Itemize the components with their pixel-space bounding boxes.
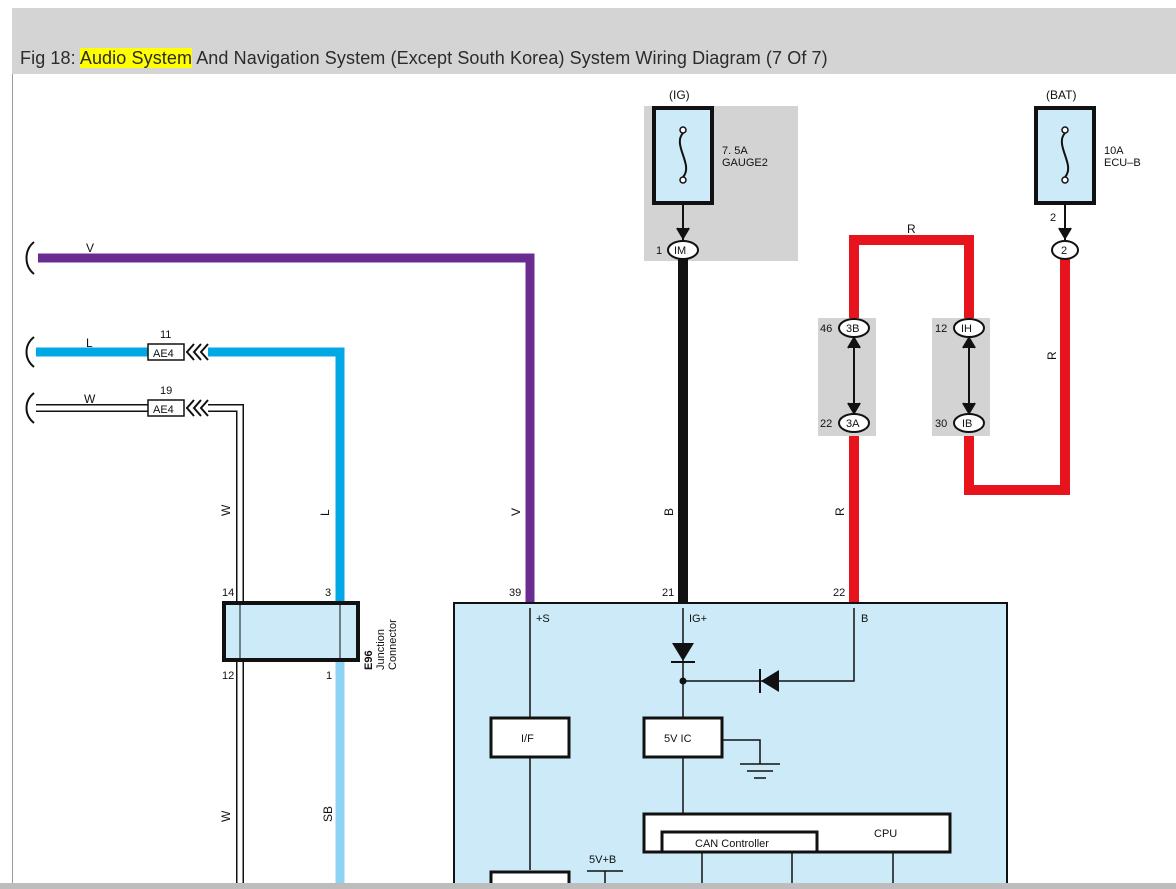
can-controller-label: CAN Controller xyxy=(695,838,769,850)
wire-w-label: W xyxy=(84,392,96,406)
connector-ib-label: IB xyxy=(962,418,972,430)
b-line xyxy=(683,608,855,682)
fuse-ecu-b-icon xyxy=(1060,132,1070,178)
connector-bat-2 xyxy=(1051,240,1079,260)
diode-ig-icon xyxy=(672,643,694,661)
ae4-label-w: AE4 xyxy=(153,404,174,416)
terminal-ig: IG+ xyxy=(689,613,707,625)
wire-red-bat xyxy=(964,259,1070,495)
connector-3a-label: 3A xyxy=(846,418,860,430)
jc-pin-1: 1 xyxy=(326,670,332,682)
ig-label: (IG) xyxy=(669,88,690,102)
bat-pin-label: 2 xyxy=(1050,212,1056,224)
wire-break-l xyxy=(25,336,35,368)
fuse-gauge2-name: GAUGE2 xyxy=(722,157,768,169)
diode-b-icon xyxy=(761,670,779,692)
jc-pin-14: 14 xyxy=(222,587,234,599)
connector-3b-label: 3B xyxy=(846,323,859,335)
arrow-up-ih-icon xyxy=(962,336,976,349)
if-block xyxy=(489,716,571,759)
connector-im-pin: 1 xyxy=(656,245,662,257)
wire-v-label: V xyxy=(86,241,94,255)
caption-rest: And Navigation System (Except South Kore… xyxy=(192,48,828,68)
wire-r-vlabel: R xyxy=(833,507,847,516)
5vb-label: 5V+B xyxy=(589,854,616,866)
jc-pin-12: 12 xyxy=(222,670,234,682)
caption-highlight: Audio System xyxy=(79,48,193,68)
jc-name-1: Junction xyxy=(375,629,387,670)
fuse-ecu-b xyxy=(1034,106,1096,205)
wire-white xyxy=(208,405,243,889)
wire-v-vlabel: V xyxy=(509,508,523,516)
fuse-ecu-b-bottom-terminal xyxy=(1061,176,1069,184)
jc-name-2: Connector xyxy=(387,619,399,670)
fuse-gauge2-rating: 7. 5A xyxy=(722,145,748,157)
junction-connector-e96 xyxy=(222,601,360,662)
figure-caption: Fig 18: Audio System And Navigation Syst… xyxy=(20,48,828,69)
connector-bat-2-label: 2 xyxy=(1061,245,1067,257)
jc-code: E96 xyxy=(363,650,375,670)
wire-w-vlabel-lower: W xyxy=(219,810,233,822)
connector-3a-pin: 22 xyxy=(820,418,832,430)
unit-pin-39: 39 xyxy=(509,587,521,599)
wire-red-top-loop xyxy=(849,235,974,318)
wire-l-vlabel: L xyxy=(318,509,332,516)
fuse-gauge2-bottom-terminal xyxy=(679,176,687,184)
cpu-label: CPU xyxy=(874,828,897,840)
wire-b-vlabel: B xyxy=(662,508,676,516)
connector-3b-pin: 46 xyxy=(820,323,832,335)
caption-bar xyxy=(12,8,1176,74)
connector-3a xyxy=(838,413,870,433)
wire-violet xyxy=(38,253,535,603)
unit-pin-22: 22 xyxy=(833,587,845,599)
fuse-ecu-b-top-terminal xyxy=(1061,126,1069,134)
fuse-ecu-b-name: ECU–B xyxy=(1104,157,1141,169)
connector-ih-label: IH xyxy=(961,323,972,335)
wire-break-v xyxy=(25,241,35,275)
wire-blue xyxy=(208,347,345,603)
connector-ih-pin: 12 xyxy=(935,323,947,335)
ae4-chevron-w-icon xyxy=(185,399,209,417)
ground-lead xyxy=(722,739,761,764)
wire-break-w xyxy=(25,392,35,424)
jc-pin-3: 3 xyxy=(325,587,331,599)
terminal-s: +S xyxy=(536,613,550,625)
fuse-gauge2-icon xyxy=(678,132,688,178)
can-controller-block xyxy=(660,830,819,854)
wire-sb-vlabel: SB xyxy=(321,806,335,822)
caption-prefix: Fig 18: xyxy=(20,48,80,68)
unit-pin-21: 21 xyxy=(662,587,674,599)
connector-im-label: IM xyxy=(674,245,686,257)
connector-ib xyxy=(953,413,985,433)
terminal-b: B xyxy=(861,613,868,625)
arrow-down-bat-icon xyxy=(1058,227,1072,240)
fuse-gauge2-top-terminal xyxy=(679,126,687,134)
wire-r-right-vlabel: R xyxy=(1045,351,1059,360)
ae4-connector-l xyxy=(147,343,185,361)
connector-ib-pin: 30 xyxy=(935,418,947,430)
wire-w-vlabel: W xyxy=(219,504,233,516)
bottom-scroll-edge xyxy=(0,883,1176,889)
bat-label: (BAT) xyxy=(1046,88,1076,102)
5v-ic-label: 5V IC xyxy=(664,733,692,745)
fuse-ecu-b-rating: 10A xyxy=(1104,145,1124,157)
arrow-up-3b-icon xyxy=(847,336,861,349)
arrow-down-im-icon xyxy=(676,227,690,240)
wire-l-label: L xyxy=(86,336,93,350)
ae4-chevron-l-icon xyxy=(185,343,209,361)
ae4-pin-w: 19 xyxy=(160,385,172,397)
ae4-pin-l: 11 xyxy=(160,329,171,341)
wire-r-top-label: R xyxy=(907,222,916,236)
if-block-label: I/F xyxy=(521,733,534,745)
ae4-connector-w xyxy=(147,399,185,417)
ae4-label-l: AE4 xyxy=(153,348,174,360)
